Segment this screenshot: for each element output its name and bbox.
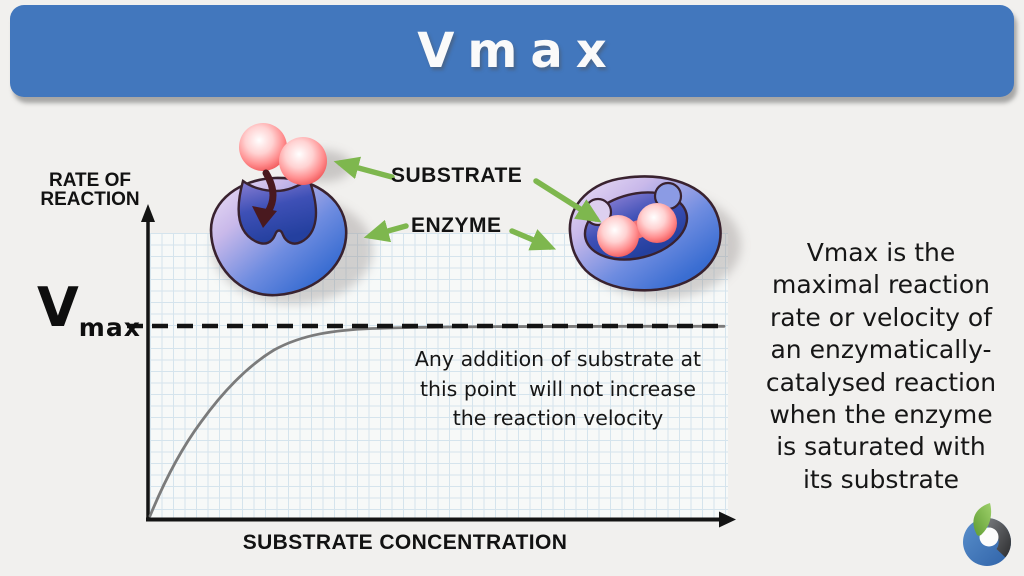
definition-line: maximal reaction [771, 270, 991, 300]
pointer-arrows [333, 156, 602, 251]
y-axis [141, 204, 155, 521]
definition-line: rate or velocity of [770, 302, 992, 332]
brand-logo-icon [963, 503, 1011, 566]
y-axis-label-line1: RATE OF [49, 170, 131, 191]
x-axis [146, 511, 736, 528]
substrate-arrow-right [533, 178, 602, 223]
plot-annotation-line: Any addition of substrate at [414, 347, 702, 371]
definition-line: an enzymatically- [770, 335, 992, 365]
substrate-arrow-left [333, 156, 395, 180]
vmax-axis-label: Vmax [37, 276, 141, 342]
plot-annotation-line: this point will not increase [419, 376, 697, 401]
enzyme-label: ENZYME [411, 214, 502, 237]
definition-line: when the enzyme [769, 400, 993, 430]
substrate-label: SUBSTRATE [391, 164, 523, 187]
definition-line: Vmax is the [806, 238, 956, 267]
enzyme-substrate-complex-icon [568, 175, 722, 292]
enzyme-arrow-right [509, 228, 557, 251]
definition-line: is saturated with [776, 432, 986, 462]
title-banner: Vmax [10, 5, 1014, 97]
substrate-molecule-icon [239, 123, 327, 185]
enzyme-free-icon [209, 176, 348, 297]
x-axis-label: SUBSTRATE CONCENTRATION [242, 531, 568, 554]
plot-annotation-line: the reaction velocity [452, 406, 664, 430]
plot-annotation: Any addition of substrate at this point … [383, 345, 733, 434]
page-title: Vmax [417, 23, 620, 79]
definition-line: its substrate [802, 464, 960, 494]
vmax-base: V [37, 276, 79, 339]
enzyme-arrow-left [363, 219, 409, 243]
vmax-subscript: max [78, 313, 141, 342]
definition-line: catalysed reaction [765, 367, 997, 397]
binding-arrow-icon [252, 169, 277, 228]
y-axis-label-line2: REACTION [40, 189, 140, 210]
y-axis-label: RATE OF REACTION [25, 171, 155, 209]
vmax-definition: Vmax is the maximal reaction rate or vel… [742, 237, 1020, 496]
